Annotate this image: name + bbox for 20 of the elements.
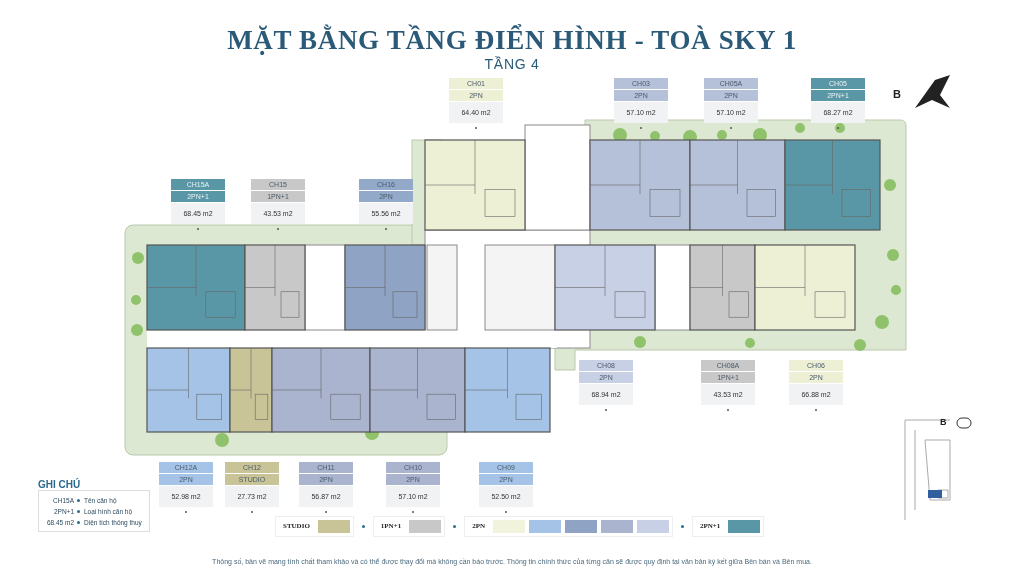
unit-info-card	[704, 78, 758, 123]
floor-label: TẦNG 4	[483, 55, 541, 74]
unit-info-card	[159, 462, 213, 507]
unit-info-card	[251, 179, 305, 224]
north-label: B	[940, 416, 947, 429]
unit-info-card	[299, 462, 353, 507]
unit-info-card	[579, 360, 633, 405]
north-label: B	[893, 87, 901, 102]
unit-info-card	[171, 179, 225, 224]
unit-info-card	[225, 462, 279, 507]
title: MẶT BẰNG TẦNG ĐIỂN HÌNH - TOÀ SKY 1	[226, 23, 798, 56]
unit-info-card	[811, 78, 865, 123]
legend-heading: GHI CHÚ	[38, 477, 81, 492]
unit-info-card	[701, 360, 755, 405]
unit-info-card	[614, 78, 668, 123]
unit-info-card	[386, 462, 440, 507]
unit-info-card	[359, 179, 413, 224]
unit-info-card	[789, 360, 843, 405]
unit-info-card	[449, 78, 503, 123]
unit-info-card	[479, 462, 533, 507]
